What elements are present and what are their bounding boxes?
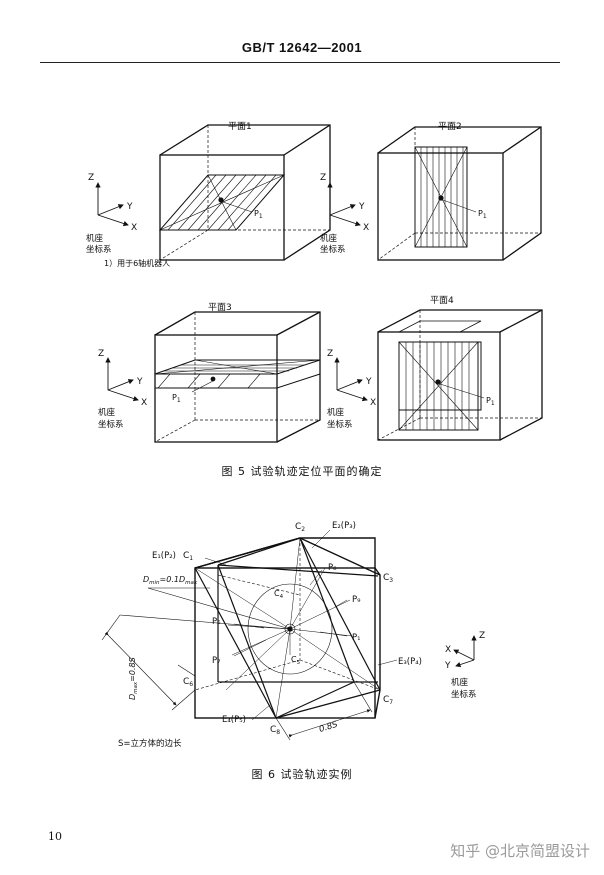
plane4-x-axis: X — [370, 398, 376, 408]
p9-label: P₉ — [352, 595, 361, 605]
p1-label: P₁ — [352, 633, 361, 643]
plane1-point-label: P1 — [254, 209, 263, 220]
plane3-z-axis: Z — [98, 349, 104, 359]
plane4-diagram: 平面4 P1 — [327, 295, 543, 441]
plane2-point-label: P1 — [478, 209, 487, 220]
plane3-diagram: 平面3 P1 — [98, 302, 321, 443]
corner-c5-label: C5 — [291, 655, 301, 666]
cube-edge-note: S=立方体的边长 — [118, 738, 182, 749]
plane3-title: 平面3 — [208, 302, 232, 313]
fig6-y-axis: Y — [444, 661, 451, 671]
fig6-x-axis: X — [445, 645, 451, 655]
six-axis-footnote: 1）用于6轴机器人 — [104, 258, 170, 268]
plane1-y-axis: Y — [126, 202, 133, 212]
plane3-y-axis: Y — [136, 377, 143, 387]
plane2-x-axis: X — [363, 223, 369, 233]
fig6-frame-label-1: 机座 — [451, 677, 469, 688]
figure5-caption: 图 5 试验轨迹定位平面的确定 — [221, 465, 383, 478]
plane4-point-label: P1 — [486, 396, 495, 407]
standard-number-header: GB/T 12642—2001 — [241, 40, 363, 55]
dmin-dimension-label: Dmin=0.1Dmax — [143, 575, 198, 586]
plane1-z-axis: Z — [88, 173, 94, 183]
fig6-z-axis: Z — [479, 631, 485, 641]
plane2-frame-label-1: 机座 — [320, 233, 338, 244]
e2-p3-label: E₂(P₃) — [332, 521, 356, 531]
plane4-z-axis: Z — [327, 349, 333, 359]
plane2-z-axis: Z — [320, 173, 326, 183]
bottom-dimension-label: 0.8S — [318, 720, 340, 735]
plane1-diagram: 平面1 P1 — [86, 121, 331, 268]
corner-c7-label: C7 — [383, 695, 393, 706]
plane3-frame-label-1: 机座 — [98, 407, 116, 418]
corner-c1-label: C1 — [183, 551, 193, 562]
corner-c8-label: C8 — [270, 725, 280, 736]
plane2-diagram: 平面2 P1 — [320, 121, 542, 261]
plane1-x-axis: X — [131, 223, 137, 233]
corner-c4-label: C4 — [274, 589, 284, 600]
plane3-x-axis: X — [141, 398, 147, 408]
e4-p5-label: E₄(P₅) — [222, 715, 246, 725]
plane4-frame-label-1: 机座 — [327, 407, 345, 418]
plane4-title: 平面4 — [430, 295, 454, 306]
corner-c3-label: C3 — [383, 573, 393, 584]
test-path-cube-diagram: C1 C2 C3 C4 C5 C6 C7 C8 E₁(P₂) E₂(P₃) E₃… — [101, 521, 485, 749]
page-number: 10 — [48, 830, 62, 843]
p7-label: P₇ — [212, 656, 221, 666]
figure6-caption: 图 6 试验轨迹实例 — [251, 768, 353, 781]
fig6-frame-label-2: 坐标系 — [451, 689, 477, 700]
corner-c6-label: C6 — [183, 677, 193, 688]
plane1-title: 平面1 — [228, 121, 252, 132]
corner-c2-label: C2 — [295, 522, 305, 533]
plane3-point-label: P1 — [172, 393, 181, 404]
e1-p2-label: E₁(P₂) — [152, 551, 176, 561]
plane2-frame-label-2: 坐标系 — [320, 244, 346, 255]
zhihu-watermark: 知乎 @北京简盟设计 — [450, 842, 590, 860]
p8-label: P₈ — [328, 563, 337, 573]
plane1-frame-label-1: 机座 — [86, 233, 104, 244]
p6-label: P₆ — [212, 617, 221, 627]
plane2-y-axis: Y — [358, 202, 365, 212]
dmax-dimension-label: Dmax=0.8S — [128, 657, 139, 700]
plane1-frame-label-2: 坐标系 — [86, 244, 112, 255]
plane3-frame-label-2: 坐标系 — [98, 419, 124, 430]
e3-p4-label: E₃(P₄) — [398, 657, 422, 667]
header-rule — [40, 62, 560, 63]
plane4-frame-label-2: 坐标系 — [327, 419, 353, 430]
plane4-y-axis: Y — [365, 377, 372, 387]
